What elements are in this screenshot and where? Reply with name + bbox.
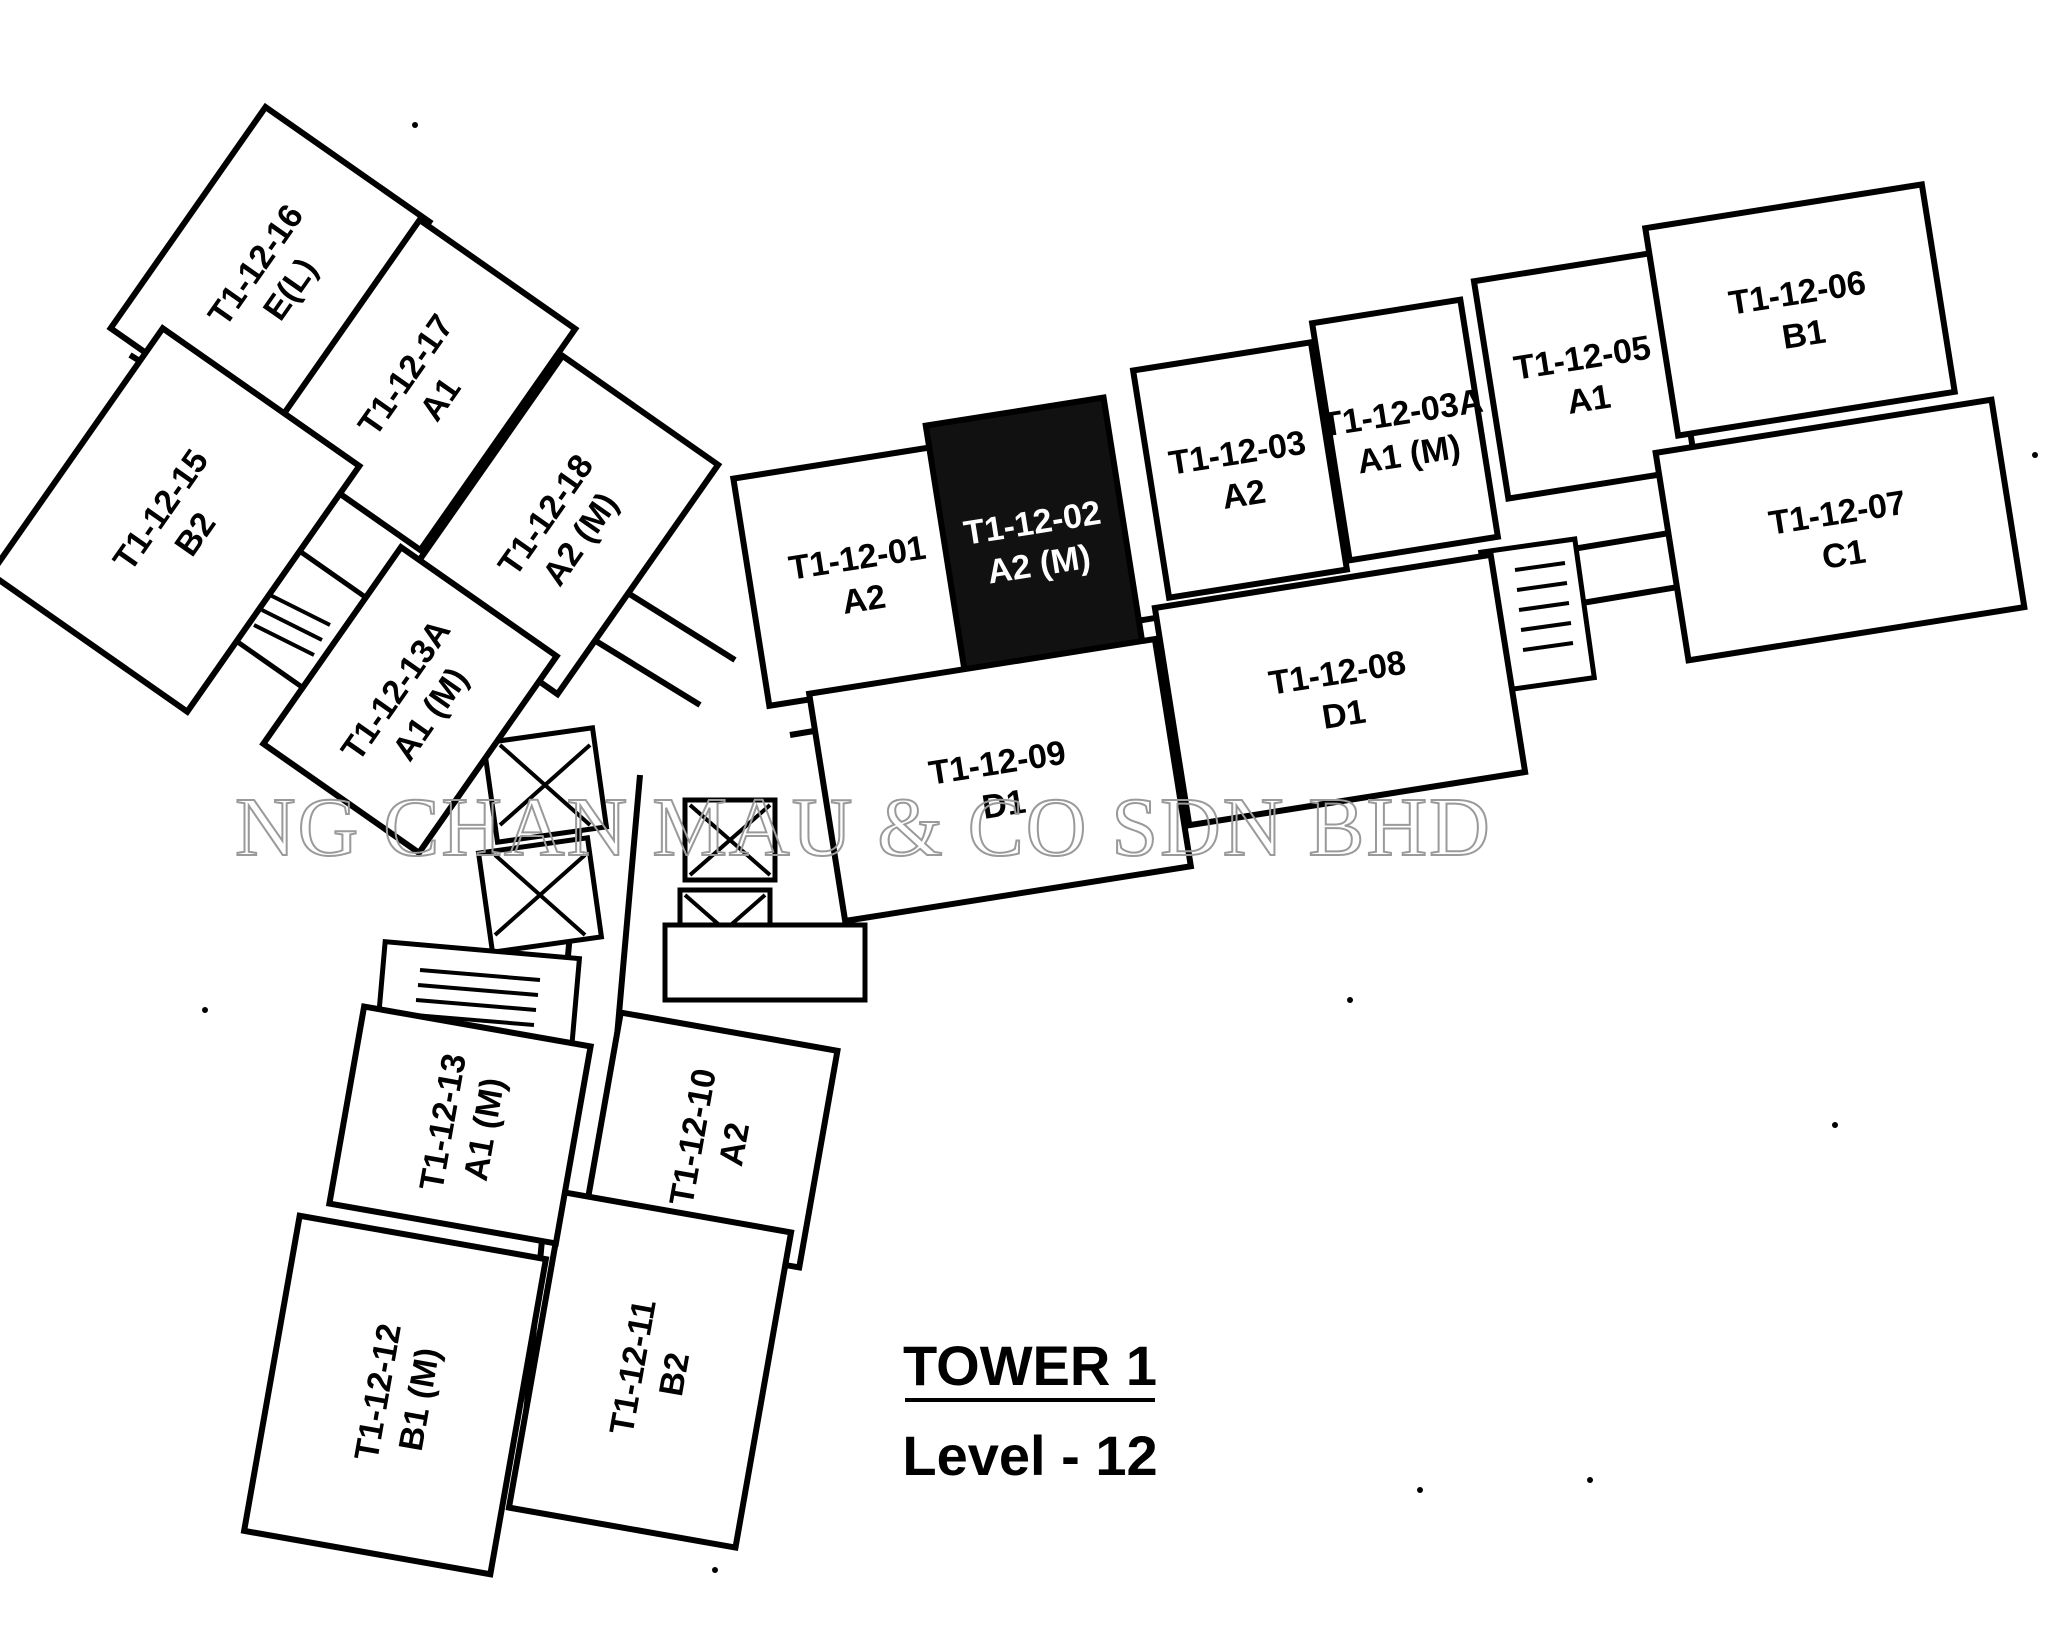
unit-outline	[0, 324, 364, 716]
unit-outline	[505, 1188, 795, 1552]
units: T1-12-16 E(L) T1-12-17 A1 T1-12-18 A2 (M…	[0, 102, 2028, 1578]
unit-type: B1	[1779, 313, 1828, 357]
unit-t1-12-07[interactable]: T1-12-07 C1	[1652, 396, 2028, 664]
unit-t1-12-02[interactable]: T1-12-02 A2 (M)	[922, 394, 1148, 686]
unit-outline	[1308, 296, 1502, 564]
unit-type: A1	[1564, 378, 1613, 422]
unit-outline	[325, 1003, 595, 1247]
unit-type: D1	[979, 783, 1028, 827]
unit-type: A2	[1219, 473, 1268, 517]
unit-t1-12-15[interactable]: T1-12-15 B2	[0, 324, 364, 716]
unit-type: D1	[1319, 693, 1368, 737]
unit-outline	[240, 1212, 550, 1578]
unit-t1-12-08[interactable]: T1-12-08 D1	[1151, 551, 1529, 829]
unit-t1-12-13[interactable]: T1-12-13 A1 (M)	[325, 1003, 595, 1247]
unit-type: B2	[652, 1350, 697, 1399]
level-title: Level - 12	[902, 1424, 1157, 1487]
unit-type: A2	[839, 578, 888, 622]
unit-t1-12-10[interactable]: T1-12-10 A2	[579, 1009, 841, 1271]
lift-3-cross-b	[688, 803, 772, 877]
unit-t1-12-13a[interactable]: T1-12-13A A1 (M)	[259, 543, 561, 857]
unit-outline	[259, 543, 561, 857]
unit-t1-12-01[interactable]: T1-12-01 A2	[729, 440, 991, 710]
unit-outline	[805, 635, 1195, 925]
unit-outline	[1652, 396, 2028, 664]
unit-t1-12-05[interactable]: T1-12-05 A1	[1470, 248, 1700, 502]
unit-outline	[1129, 338, 1351, 602]
title-block: TOWER 1 Level - 12	[902, 1334, 1157, 1487]
tower-title: TOWER 1	[903, 1334, 1157, 1397]
unit-type: C1	[1819, 533, 1868, 577]
watermark: NG CHAN MAU & CO SDN BHD	[235, 781, 1492, 874]
unit-t1-12-06[interactable]: T1-12-06 B1	[1641, 180, 1959, 440]
unit-t1-12-03[interactable]: T1-12-03 A2	[1129, 338, 1351, 602]
unit-t1-12-11[interactable]: T1-12-11 B2	[505, 1188, 795, 1552]
scan-specks	[202, 122, 2038, 1573]
east-service-room	[662, 922, 868, 1003]
lift-1-cross-b	[498, 743, 592, 827]
unit-outline	[1641, 180, 1959, 440]
unit-t1-12-03a[interactable]: T1-12-03A A1 (M)	[1306, 296, 1504, 564]
unit-type: A2	[712, 1120, 757, 1169]
unit-t1-12-09[interactable]: T1-12-09 D1	[805, 635, 1195, 925]
lift-2-cross-b	[493, 853, 587, 937]
unit-t1-12-12[interactable]: T1-12-12 B1 (M)	[240, 1212, 550, 1578]
unit-outline	[1151, 551, 1529, 829]
